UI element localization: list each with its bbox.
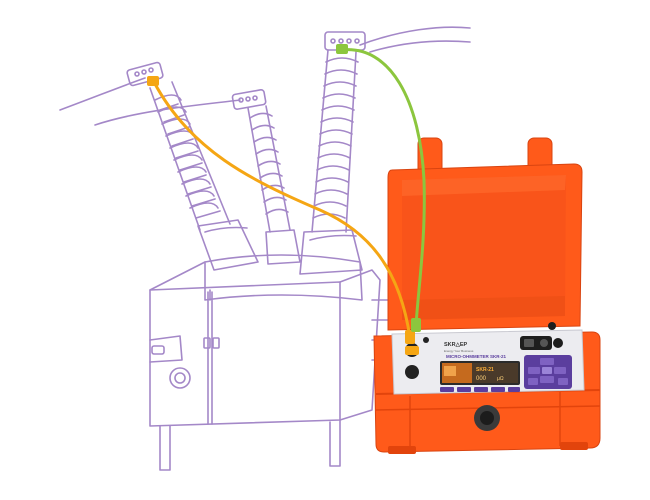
breaker-housing [149, 254, 401, 471]
brand-logo: SKR△EP [444, 341, 468, 348]
voltage-terminal-connector [405, 365, 419, 379]
case-lid-inner [402, 175, 566, 320]
right-insulator-bushing [299, 49, 363, 275]
middle-insulator-bushing [247, 105, 301, 265]
green-cable [340, 48, 426, 328]
function-key-5[interactable] [508, 387, 520, 392]
screen-value: 000 [476, 376, 487, 382]
green-plug [411, 318, 421, 332]
test-cables [147, 44, 426, 344]
overhead-wire-right [359, 26, 471, 46]
key-enter[interactable] [542, 367, 552, 374]
left-connector-cluster [405, 337, 429, 379]
overhead-wire-left [59, 77, 146, 111]
function-key-2[interactable] [457, 387, 471, 392]
key-left[interactable] [528, 367, 540, 374]
navigation-keypad [524, 355, 572, 389]
power-socket [520, 322, 563, 350]
yellow-plug [405, 330, 415, 344]
screen-unit: μΩ [497, 376, 504, 382]
overhead-wire-right-2 [369, 40, 471, 53]
screen-title: SKR-21 [476, 367, 494, 373]
function-keys [440, 387, 520, 392]
middle-terminal-clamp [231, 89, 267, 110]
brand-tagline: Energy Your Business [444, 349, 474, 353]
yellow-cable [152, 80, 412, 340]
function-key-1[interactable] [440, 387, 454, 392]
device-display: SKR-21 000 μΩ [440, 361, 520, 385]
key-menu[interactable] [528, 378, 538, 385]
function-key-3[interactable] [474, 387, 488, 392]
yellow-clamp [147, 76, 159, 86]
power-indicator-icon [548, 322, 556, 330]
key-down[interactable] [540, 376, 554, 383]
micro-ohmmeter-case: SKR△EP Energy Your Business MICRO-OHMMET… [373, 137, 601, 454]
key-right[interactable] [554, 367, 566, 374]
key-back[interactable] [558, 378, 568, 385]
key-up[interactable] [540, 358, 554, 365]
left-insulator-bushing [149, 81, 259, 271]
model-label: MICRO-OHMMETER SKR-21 [446, 354, 506, 359]
function-key-4[interactable] [491, 387, 505, 392]
green-clamp [336, 44, 348, 54]
